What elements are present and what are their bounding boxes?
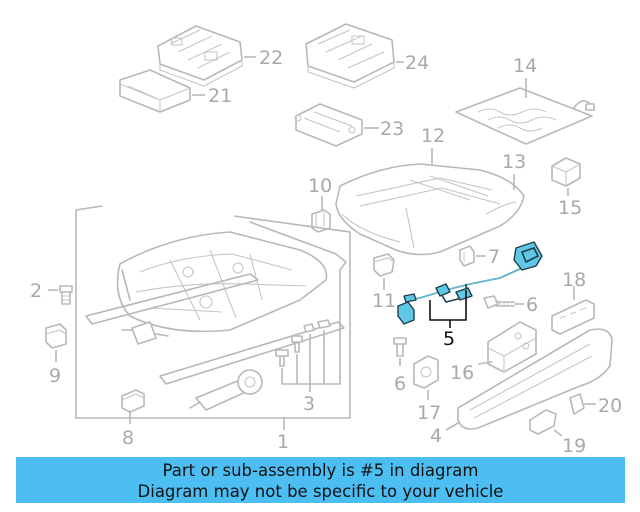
part-23-module: [294, 103, 363, 147]
label-22: 22: [259, 47, 283, 69]
part-17-connector: [413, 355, 439, 389]
label-21: 21: [208, 85, 232, 107]
label-4: 4: [430, 425, 442, 447]
part-7-clip: [459, 245, 475, 267]
part-19-knob: [529, 409, 557, 435]
part-14-heater-pad: [455, 87, 595, 145]
part-9-bracket: [45, 323, 67, 349]
label-2: 2: [30, 280, 42, 302]
label-7: 7: [488, 246, 500, 268]
label-18: 18: [562, 269, 586, 291]
part-15-switch: [551, 157, 581, 187]
part-4-side-shield: [457, 328, 613, 430]
part-10-clip: [311, 209, 331, 233]
label-17: 17: [417, 402, 441, 424]
part-3-fasteners: [275, 270, 341, 385]
label-24: 24: [405, 52, 429, 74]
part-5-wire-harness: [397, 241, 543, 325]
label-20: 20: [598, 395, 622, 417]
info-banner: Part or sub-assembly is #5 in diagram Di…: [16, 457, 625, 503]
label-11: 11: [372, 290, 396, 312]
label-14: 14: [513, 55, 537, 77]
part-16-switch-assembly: [487, 321, 537, 373]
parts-diagram: 22 21 24 23 14: [30, 23, 622, 456]
label-8: 8: [122, 427, 134, 449]
banner-line-1: Part or sub-assembly is #5 in diagram: [162, 461, 479, 480]
label-6-lower: 6: [394, 373, 406, 395]
label-16: 16: [450, 362, 474, 384]
part-22-module: [157, 25, 243, 87]
label-13: 13: [502, 151, 526, 173]
part-8-clip: [121, 389, 145, 413]
label-10: 10: [308, 175, 332, 197]
label-15: 15: [558, 197, 582, 219]
label-12: 12: [421, 125, 445, 147]
label-9: 9: [49, 365, 61, 387]
label-1: 1: [277, 431, 289, 453]
part-20-knob: [569, 393, 585, 415]
part-1-seat-frame: [75, 205, 351, 419]
label-19: 19: [562, 435, 586, 456]
label-6-upper: 6: [526, 294, 538, 316]
part-24-module: [305, 23, 395, 89]
seat-motor: [189, 369, 263, 411]
part-2-bolt: [59, 285, 73, 305]
part-12-cushion: [335, 163, 525, 256]
label-5: 5: [443, 328, 455, 350]
label-23: 23: [380, 118, 404, 140]
label-5-leader: [429, 290, 467, 328]
part-6-bolt-lower: [393, 337, 407, 357]
part-18-switch: [551, 299, 595, 335]
part-6-bolt-upper: [483, 295, 515, 309]
part-11-clip: [373, 253, 395, 277]
label-3: 3: [303, 393, 315, 415]
banner-line-2: Diagram may not be specific to your vehi…: [137, 482, 504, 501]
part-21-module: [119, 69, 191, 113]
